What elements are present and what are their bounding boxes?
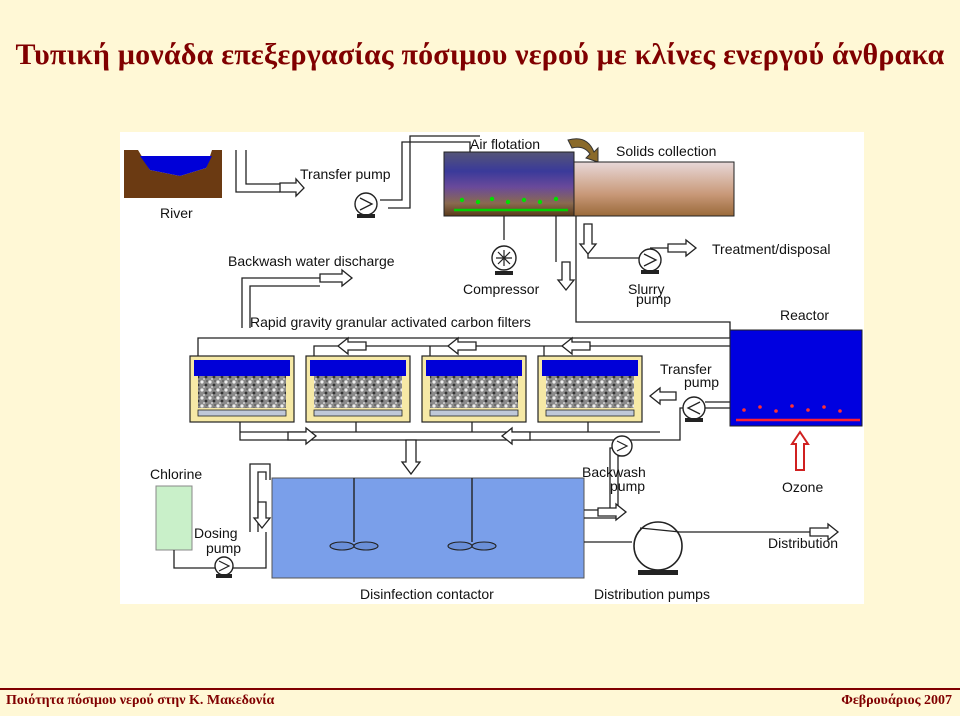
- compressor-icon: [491, 245, 517, 275]
- filters-label: Rapid gravity granular activated carbon …: [250, 314, 531, 330]
- flow-arrow: [252, 501, 272, 530]
- backwash-pump-label-line1: Backwash: [582, 464, 646, 480]
- flow-arrow: [319, 268, 354, 288]
- flow-arrow: [667, 238, 698, 258]
- pipe-reactor-to-pump: [705, 401, 730, 409]
- flow-arrow: [400, 439, 422, 476]
- transfer-pump-2-label-line2: pump: [684, 374, 719, 390]
- flow-arrow: [556, 261, 576, 292]
- dosing-pump-label-line1: Dosing: [194, 525, 238, 541]
- flow-arrow: [279, 177, 305, 198]
- air-flotation-tank: [443, 151, 575, 217]
- transfer-pump-1-icon: [354, 192, 378, 218]
- footer-right-text: Φεβρουάριος 2007: [841, 693, 952, 708]
- ozone-arrow-icon: [790, 430, 810, 471]
- flow-arrow: [809, 522, 840, 542]
- flow-arrow: [446, 336, 477, 356]
- pipe-distribution: [584, 531, 810, 543]
- pipe-chlorine: [173, 463, 271, 569]
- transfer-pump-2-icon: [682, 396, 706, 422]
- carbon-filter: [189, 355, 295, 423]
- flow-arrow: [500, 426, 531, 446]
- transfer-pump-1-label: Transfer pump: [300, 166, 391, 182]
- chlorine-label: Chlorine: [150, 466, 202, 482]
- river-label: River: [160, 205, 193, 221]
- treatment-plant-diagram: River Transfer pump Air flotation Solids…: [120, 132, 864, 604]
- dosing-pump-label-line2: pump: [206, 540, 241, 556]
- ozone-reactor: [729, 329, 863, 427]
- solids-collection-label: Solids collection: [616, 143, 716, 159]
- chlorine-tank: [155, 485, 193, 551]
- ozone-label: Ozone: [782, 479, 823, 495]
- treatment-disposal-label: Treatment/disposal: [712, 241, 831, 257]
- slide-title: Τυπική μονάδα επεξεργασίας πόσιμου νερού…: [15, 38, 945, 71]
- flow-arrow: [648, 386, 677, 406]
- flow-arrow: [560, 336, 591, 356]
- flow-arrow: [336, 336, 367, 356]
- flow-arrow: [578, 223, 598, 256]
- footer-divider: [0, 688, 960, 690]
- pipe-backwash-discharge: [241, 277, 320, 328]
- pipe-river-to-flotation: [235, 135, 480, 209]
- transfer-pump-2-label-line1: Transfer: [660, 361, 712, 377]
- distribution-pumps-label: Distribution pumps: [594, 586, 710, 602]
- backwash-discharge-label: Backwash water discharge: [228, 253, 395, 269]
- river-basin: [124, 150, 222, 198]
- flow-arrow: [597, 502, 628, 522]
- flow-arrow: [287, 426, 318, 446]
- reactor-label: Reactor: [780, 307, 829, 323]
- footer-left-text: Ποιότητα πόσιμου νερού στην Κ. Μακεδονία: [6, 693, 275, 708]
- backwash-pump-label-line2: pump: [610, 478, 645, 494]
- distribution-label: Distribution: [768, 535, 838, 551]
- carbon-filter: [421, 355, 527, 423]
- compressor-label: Compressor: [463, 281, 540, 297]
- slurry-pump-label-line1: Slurry: [628, 281, 665, 297]
- disinfection-contactor-tank: [271, 477, 585, 579]
- pipe-flotation-down: [555, 216, 731, 332]
- dosing-pump-icon: [214, 556, 234, 578]
- pipe-slurry: [587, 247, 668, 259]
- disinfection-contactor-label: Disinfection contactor: [360, 586, 494, 602]
- solids-collection-tank: [573, 161, 735, 217]
- air-flotation-label: Air flotation: [470, 136, 540, 152]
- slurry-pump-icon: [638, 248, 662, 274]
- scraper-arrow-icon: [567, 138, 599, 163]
- backwash-pump-icon: [611, 435, 633, 457]
- carbon-filter: [537, 355, 643, 423]
- distribution-pump-icon: [633, 521, 683, 575]
- slurry-pump-label-line2: pump: [636, 291, 671, 307]
- carbon-filter: [305, 355, 411, 423]
